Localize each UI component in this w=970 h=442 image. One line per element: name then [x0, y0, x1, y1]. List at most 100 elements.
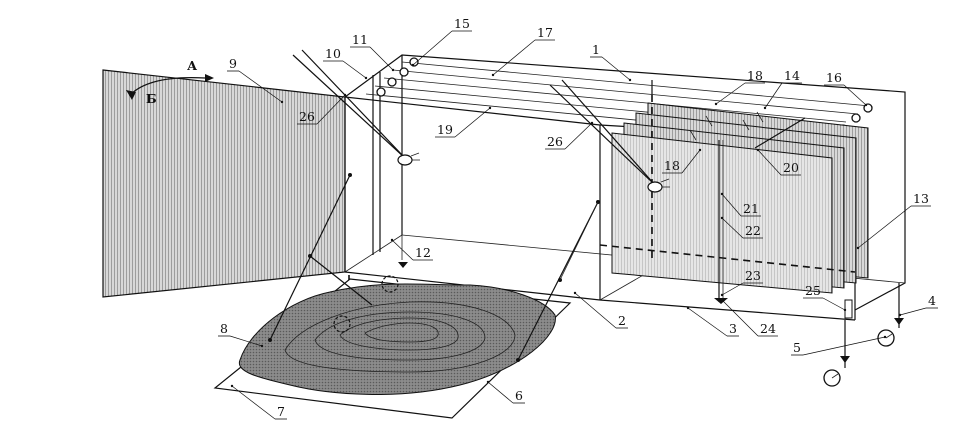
callout-c4: 4 [898, 293, 938, 317]
callout-number: 9 [229, 56, 237, 71]
callout-leader [238, 70, 283, 103]
callout-leader [574, 292, 617, 329]
callout-c11: 11 [350, 32, 395, 72]
callout-dot [720, 192, 724, 196]
callout-number: 26 [547, 134, 563, 149]
callout-number: 24 [760, 321, 776, 336]
callout-leader [721, 299, 759, 337]
callout-dot [590, 121, 594, 125]
callout-dot [364, 76, 368, 80]
pumps [823, 283, 904, 387]
callout-c15: 15 [411, 16, 472, 67]
callout-number: 6 [515, 388, 523, 403]
callout-c18b: 18 [662, 148, 702, 174]
callout-number: 25 [805, 283, 821, 298]
callout-leader [764, 82, 783, 109]
callout-leader [681, 149, 701, 174]
callout-c24: 24 [720, 298, 778, 337]
lamp-right [549, 79, 670, 193]
callout-number: 18 [664, 158, 680, 173]
callout-leader [601, 56, 631, 81]
callout-number: 13 [913, 191, 929, 206]
callout-layer: 1234567891011121314151617181819202122232… [218, 16, 938, 420]
callout-number: 2 [618, 313, 626, 328]
callout-c9: 9 [227, 56, 284, 104]
callout-leader [757, 149, 782, 176]
callout-leader [229, 335, 263, 347]
callout-c17: 17 [491, 25, 555, 77]
callout-leader [231, 385, 276, 420]
callout-number: 15 [454, 16, 470, 31]
callout-number: 10 [325, 46, 341, 61]
left-screen-panel [102, 69, 346, 298]
callout-c10: 10 [323, 46, 368, 80]
callout-c5: 5 [791, 335, 887, 356]
direction-label-dA: А [187, 58, 198, 73]
callout-dot [230, 384, 234, 388]
callout-number: 20 [783, 160, 799, 175]
callout-dot [720, 216, 724, 220]
callout-dot [898, 313, 902, 317]
callout-leader [316, 94, 346, 125]
callout-c25: 25 [803, 283, 847, 312]
callout-leader [721, 282, 744, 296]
callout-c19: 19 [435, 106, 492, 138]
rotation-arrow [126, 74, 214, 100]
callout-leader [721, 217, 744, 239]
callout-c21: 21 [720, 192, 761, 217]
callout-number: 16 [826, 70, 842, 85]
callout-number: 1 [592, 42, 600, 57]
callout-number: 18 [747, 68, 763, 83]
callout-dot [390, 238, 394, 242]
callout-dot [883, 335, 887, 339]
callout-c7: 7 [230, 384, 287, 420]
callout-c26b: 26 [545, 121, 594, 150]
callout-c13: 13 [856, 191, 931, 250]
callout-number: 21 [743, 201, 759, 216]
callout-c14: 14 [763, 68, 802, 110]
callout-number: 7 [277, 404, 285, 419]
callout-leader [391, 239, 414, 261]
callout-number: 22 [745, 223, 761, 238]
callout-dot [763, 106, 767, 110]
callout-leader [342, 60, 367, 79]
callout-dot [488, 106, 492, 110]
callout-dot [686, 306, 690, 310]
callout-number: 14 [784, 68, 800, 83]
callout-leader [687, 307, 728, 337]
callout-leader [369, 46, 394, 71]
callout-number: 5 [793, 340, 801, 355]
valve-12 [398, 262, 408, 268]
callout-dot [628, 78, 632, 82]
callout-c12: 12 [390, 238, 433, 261]
direction-labels: АБ [146, 58, 198, 106]
callout-number: 11 [352, 32, 368, 47]
callout-leader [412, 30, 453, 66]
callout-c16: 16 [824, 70, 868, 107]
callout-dot [260, 344, 264, 348]
callout-c22: 22 [720, 216, 763, 239]
callout-leader [899, 307, 927, 316]
callout-c2: 2 [573, 291, 628, 329]
callout-leader [492, 39, 536, 76]
callout-c18: 18 [714, 68, 765, 106]
callout-leader [857, 205, 912, 249]
callout-dot [714, 102, 718, 106]
callout-c3: 3 [686, 306, 739, 337]
lamp-left [292, 49, 420, 166]
callout-number: 17 [537, 25, 553, 40]
support-rods [268, 173, 600, 362]
callout-dot [343, 93, 347, 97]
vertical-rod [714, 140, 728, 304]
right-screens [611, 102, 869, 294]
callout-dot [411, 63, 415, 67]
callout-c26: 26 [297, 93, 347, 125]
callout-number: 8 [220, 321, 228, 336]
callout-leader [802, 336, 886, 356]
callout-number: 12 [415, 245, 431, 260]
callout-number: 3 [729, 321, 737, 336]
callout-c8: 8 [218, 321, 264, 348]
callout-number: 26 [299, 109, 315, 124]
